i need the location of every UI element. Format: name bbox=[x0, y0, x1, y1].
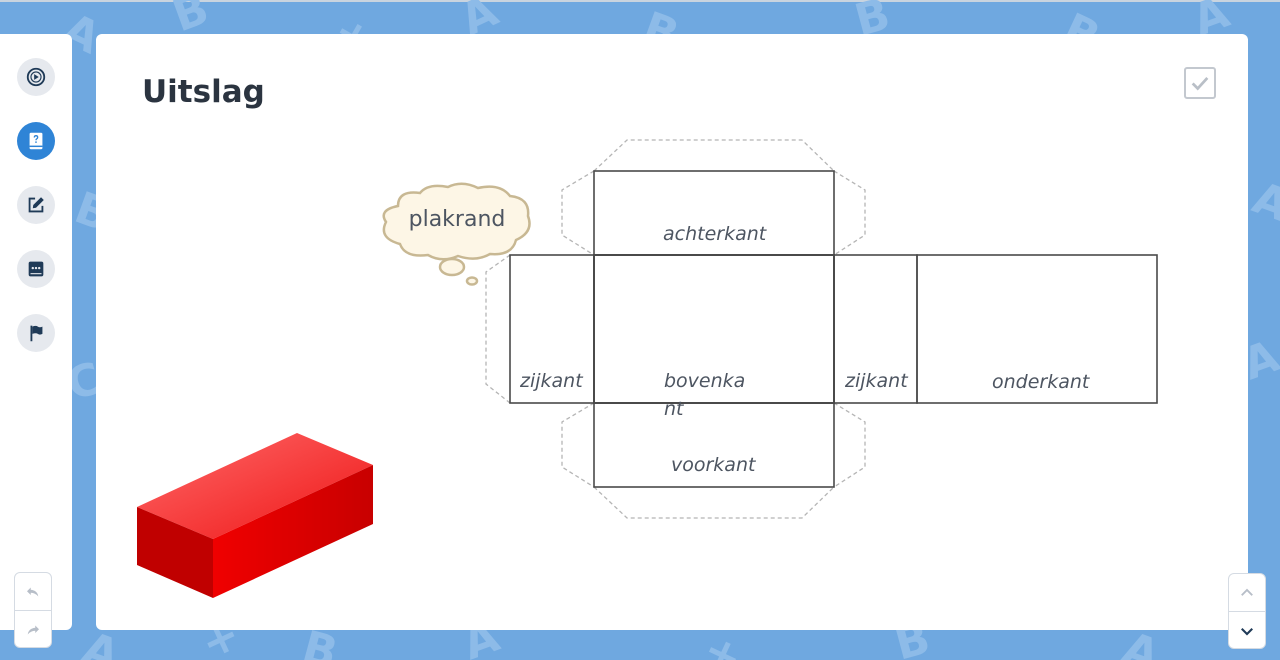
sidebar bbox=[0, 34, 72, 630]
page-title: Uitslag bbox=[142, 74, 265, 110]
check-button[interactable] bbox=[1184, 67, 1216, 99]
chevron-up-icon bbox=[1241, 588, 1253, 596]
top-border bbox=[0, 0, 1280, 2]
sidebar-item-play[interactable] bbox=[17, 58, 55, 96]
book-icon bbox=[29, 132, 43, 150]
redo-button[interactable] bbox=[15, 611, 51, 648]
check-icon bbox=[1191, 77, 1209, 91]
label-zijkant-left: zijkant bbox=[520, 370, 583, 392]
content-card: Uitslag bbox=[96, 34, 1248, 630]
chevron-down-icon bbox=[1241, 627, 1253, 635]
scroll-controls bbox=[1228, 573, 1266, 649]
callout-label: plakrand bbox=[408, 207, 506, 232]
undo-button[interactable] bbox=[15, 573, 51, 611]
label-bovenkant: bovenkant bbox=[664, 370, 746, 420]
label-onderkant: onderkant bbox=[992, 371, 1090, 393]
label-achterkant: achterkant bbox=[663, 223, 767, 245]
label-zijkant-right: zijkant bbox=[845, 370, 908, 392]
flag-icon bbox=[30, 325, 43, 342]
sidebar-item-chat[interactable] bbox=[17, 250, 55, 288]
redo-icon bbox=[27, 625, 39, 634]
undo-icon bbox=[27, 587, 39, 596]
scroll-up-button[interactable] bbox=[1229, 574, 1265, 612]
svg-text:A: A bbox=[1246, 172, 1280, 232]
chat-icon bbox=[28, 261, 44, 277]
edit-icon bbox=[28, 197, 44, 213]
undo-redo-group bbox=[14, 572, 52, 648]
sidebar-item-flag[interactable] bbox=[17, 314, 55, 352]
play-icon bbox=[26, 67, 46, 87]
label-voorkant: voorkant bbox=[671, 454, 756, 476]
sidebar-item-book[interactable] bbox=[17, 122, 55, 160]
scroll-down-button[interactable] bbox=[1229, 612, 1265, 649]
sidebar-item-edit[interactable] bbox=[17, 186, 55, 224]
